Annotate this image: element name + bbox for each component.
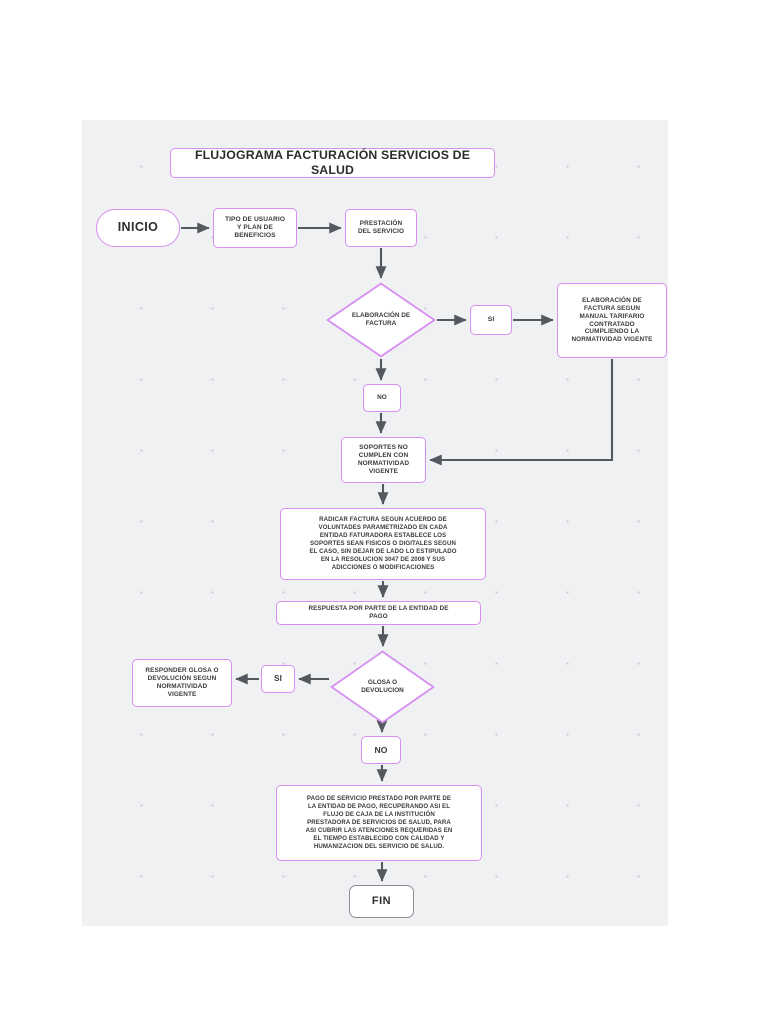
node-glosa-devolucion-decision[interactable]: GLOSA O DEVOLUCION [330,650,435,724]
node-si-elaboracion[interactable]: SI [470,305,512,335]
node-tipo-usuario-label: TIPO DE USUARIO Y PLAN DE BENEFICIOS [224,215,286,240]
node-soportes-no-cumplen-label: SOPORTES NO CUMPLEN CON NORMATIVIDAD VIG… [357,444,410,475]
node-fin[interactable]: FIN [349,885,414,918]
node-prestacion-servicio-label: PRESTACIÓN DEL SERVICIO [357,220,405,235]
node-no-elaboracion[interactable]: NO [363,384,401,412]
canvas-edge-notch [678,869,712,916]
node-responder-glosa-label: RESPONDER GLOSA O DEVOLUCIÓN SEGUN NORMA… [145,667,219,698]
node-radicar-factura[interactable]: RADICAR FACTURA SEGUN ACUERDO DE VOLUNTA… [280,508,486,580]
node-elaboracion-factura-decision-label: ELABORACIÓN DE FACTURA [351,312,411,327]
diamond-label-wrap-elaboracion: ELABORACIÓN DE FACTURA [326,282,436,358]
node-respuesta-entidad-pago-label: RESPUESTA POR PARTE DE LA ENTIDAD DE PAG… [308,605,449,620]
node-elaboracion-factura-manual-label: ELABORACIÓN DE FACTURA SEGUN MANUAL TARI… [571,297,653,344]
diamond-shape-elaboracion [326,282,436,358]
diamond-label-wrap-glosa: GLOSA O DEVOLUCION [330,650,435,724]
node-tipo-usuario[interactable]: TIPO DE USUARIO Y PLAN DE BENEFICIOS [213,208,297,248]
diagram-title-banner: FLUJOGRAMA FACTURACIÓN SERVICIOS DE SALU… [170,148,495,178]
node-si-glosa[interactable]: SI [261,665,295,693]
node-fin-label: FIN [371,894,392,907]
node-elaboracion-factura-manual[interactable]: ELABORACIÓN DE FACTURA SEGUN MANUAL TARI… [557,283,667,358]
node-inicio[interactable]: INICIO [96,209,180,247]
node-no-glosa[interactable]: NO [361,736,401,764]
node-radicar-factura-label: RADICAR FACTURA SEGUN ACUERDO DE VOLUNTA… [309,516,457,571]
node-responder-glosa[interactable]: RESPONDER GLOSA O DEVOLUCIÓN SEGUN NORMA… [132,659,232,707]
node-si-glosa-label: SI [274,674,282,683]
node-no-glosa-label: NO [374,744,388,755]
node-glosa-devolucion-decision-label: GLOSA O DEVOLUCION [361,679,404,694]
node-elaboracion-factura-decision[interactable]: ELABORACIÓN DE FACTURA [326,282,436,358]
node-inicio-label: INICIO [117,220,159,235]
node-prestacion-servicio[interactable]: PRESTACIÓN DEL SERVICIO [345,209,417,247]
node-soportes-no-cumplen[interactable]: SOPORTES NO CUMPLEN CON NORMATIVIDAD VIG… [341,437,426,483]
node-pago-servicio[interactable]: PAGO DE SERVICIO PRESTADO POR PARTE DE L… [276,785,482,861]
node-si-elaboracion-label: SI [487,315,495,323]
node-pago-servicio-label: PAGO DE SERVICIO PRESTADO POR PARTE DE L… [305,795,453,850]
node-no-elaboracion-label: NO [377,394,387,402]
diagram-title-text: FLUJOGRAMA FACTURACIÓN SERVICIOS DE SALU… [194,148,471,177]
node-respuesta-entidad-pago[interactable]: RESPUESTA POR PARTE DE LA ENTIDAD DE PAG… [276,601,481,625]
diamond-shape-glosa [330,650,435,724]
